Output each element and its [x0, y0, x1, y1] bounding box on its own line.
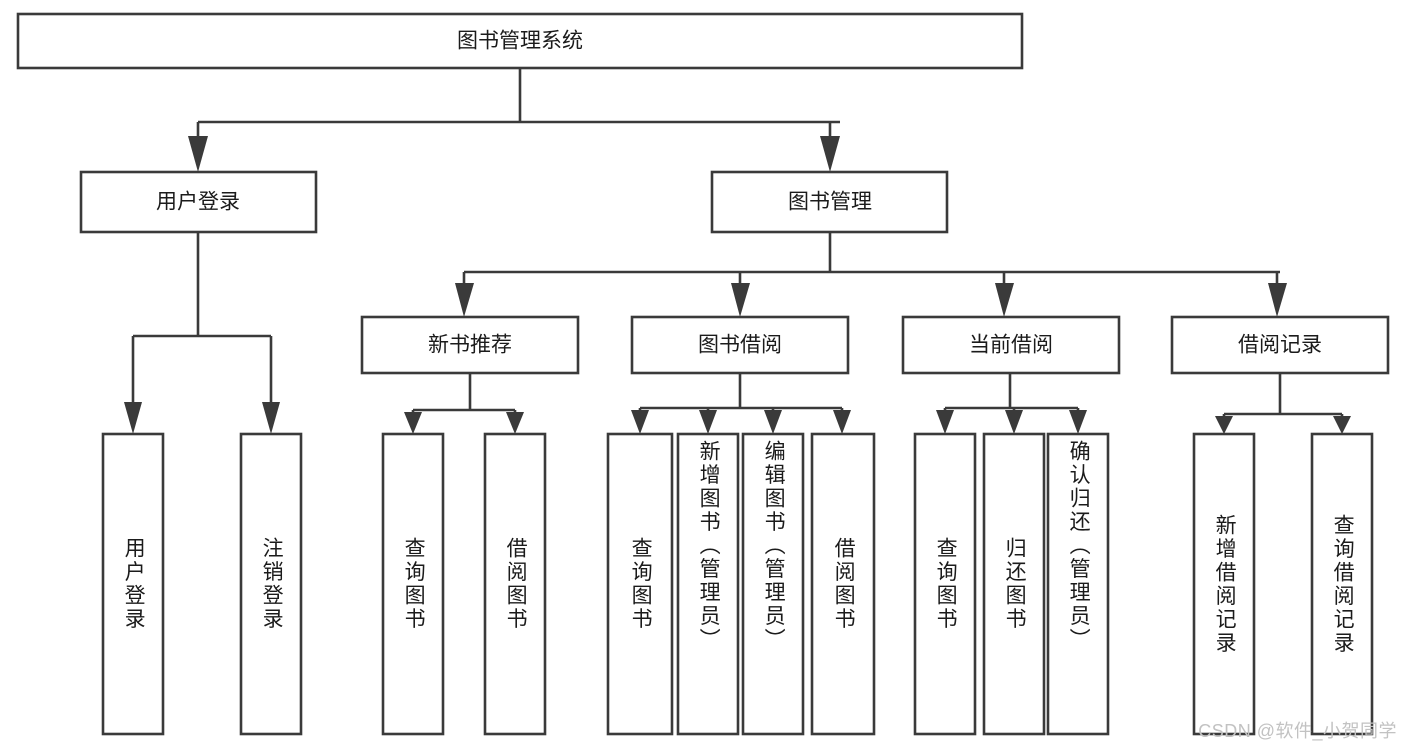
node-book-borrow-label: 图书借阅 — [698, 334, 782, 357]
leaf-edit-book-box[interactable] — [741, 432, 805, 736]
connector-group-borrow-record — [1215, 373, 1351, 434]
leaf-borrow-book-2-box[interactable] — [810, 432, 876, 736]
leaf-boxes — [101, 432, 1374, 736]
connector-group-root — [188, 68, 840, 172]
node-new-book-recommend-label: 新书推荐 — [428, 334, 512, 357]
leaf-add-book-box[interactable] — [676, 432, 740, 736]
arrow-head-leaf-query-record — [1333, 416, 1351, 434]
node-current-borrow-box[interactable] — [901, 315, 1121, 375]
node-current-borrow-label: 当前借阅 — [969, 334, 1053, 357]
node-root-label: 图书管理系统 — [457, 30, 583, 53]
connector-group-book-manage — [455, 232, 1287, 317]
leaf-logout-login-box[interactable] — [239, 432, 303, 736]
node-current-borrow[interactable]: 当前借阅 — [901, 315, 1121, 375]
connector-group-book-borrow — [631, 373, 851, 434]
arrow-head-user-login — [188, 136, 208, 172]
arrow-head-leaf-logout-login — [262, 402, 280, 434]
node-new-book-recommend[interactable]: 新书推荐 — [360, 315, 580, 375]
arrow-head-leaf-borrow-book-1 — [506, 412, 524, 434]
arrow-head-leaf-query-book-2 — [631, 410, 649, 434]
node-user-login[interactable]: 用户登录 — [79, 170, 318, 234]
node-book-manage-box[interactable] — [710, 170, 949, 234]
node-borrow-record-label: 借阅记录 — [1238, 334, 1322, 357]
node-borrow-record-box[interactable] — [1170, 315, 1390, 375]
connector-group-current-borrow — [936, 373, 1087, 434]
arrow-head-leaf-return-book — [1005, 410, 1023, 434]
leaf-return-book-box[interactable] — [982, 432, 1046, 736]
leaf-query-book-1-box[interactable] — [381, 432, 445, 736]
arrow-head-leaf-edit-book — [764, 410, 782, 434]
connector-group-user-login — [124, 232, 280, 434]
node-new-book-recommend-box[interactable] — [360, 315, 580, 375]
node-root[interactable]: 图书管理系统 — [16, 12, 1024, 70]
arrow-head-leaf-user-login — [124, 402, 142, 434]
arrow-head-current-borrow — [995, 283, 1014, 317]
leaf-confirm-return-box[interactable] — [1046, 432, 1110, 736]
csdn-watermark: CSDN @软件_小贺同学 — [1198, 721, 1397, 741]
leaf-borrow-book-1-box[interactable] — [483, 432, 547, 736]
arrow-head-leaf-borrow-book-2 — [833, 410, 851, 434]
leaf-query-book-3-box[interactable] — [913, 432, 977, 736]
arrow-head-book-manage — [820, 136, 840, 172]
arrow-head-borrow-record — [1268, 283, 1287, 317]
leaf-query-record-box[interactable] — [1310, 432, 1374, 736]
node-user-login-label: 用户登录 — [156, 191, 240, 214]
arrow-head-leaf-query-book-3 — [936, 410, 954, 434]
arrow-head-book-borrow — [731, 283, 750, 317]
node-book-manage-label: 图书管理 — [788, 191, 872, 214]
node-book-borrow[interactable]: 图书借阅 — [630, 315, 850, 375]
arrow-head-leaf-add-book — [699, 410, 717, 434]
leaf-user-login-box[interactable] — [101, 432, 165, 736]
node-borrow-record[interactable]: 借阅记录 — [1170, 315, 1390, 375]
arrow-head-leaf-confirm-return — [1069, 410, 1087, 434]
leaf-query-book-2-box[interactable] — [606, 432, 674, 736]
arrow-head-leaf-add-record — [1215, 416, 1233, 434]
node-user-login-box[interactable] — [79, 170, 318, 234]
node-book-borrow-box[interactable] — [630, 315, 850, 375]
arrow-head-leaf-query-book-1 — [404, 412, 422, 434]
node-root-box[interactable] — [16, 12, 1024, 70]
connector-group-new-book — [404, 373, 524, 434]
leaf-add-record-box[interactable] — [1192, 432, 1256, 736]
arrow-head-new-book-recommend — [455, 283, 474, 317]
node-book-manage[interactable]: 图书管理 — [710, 170, 949, 234]
